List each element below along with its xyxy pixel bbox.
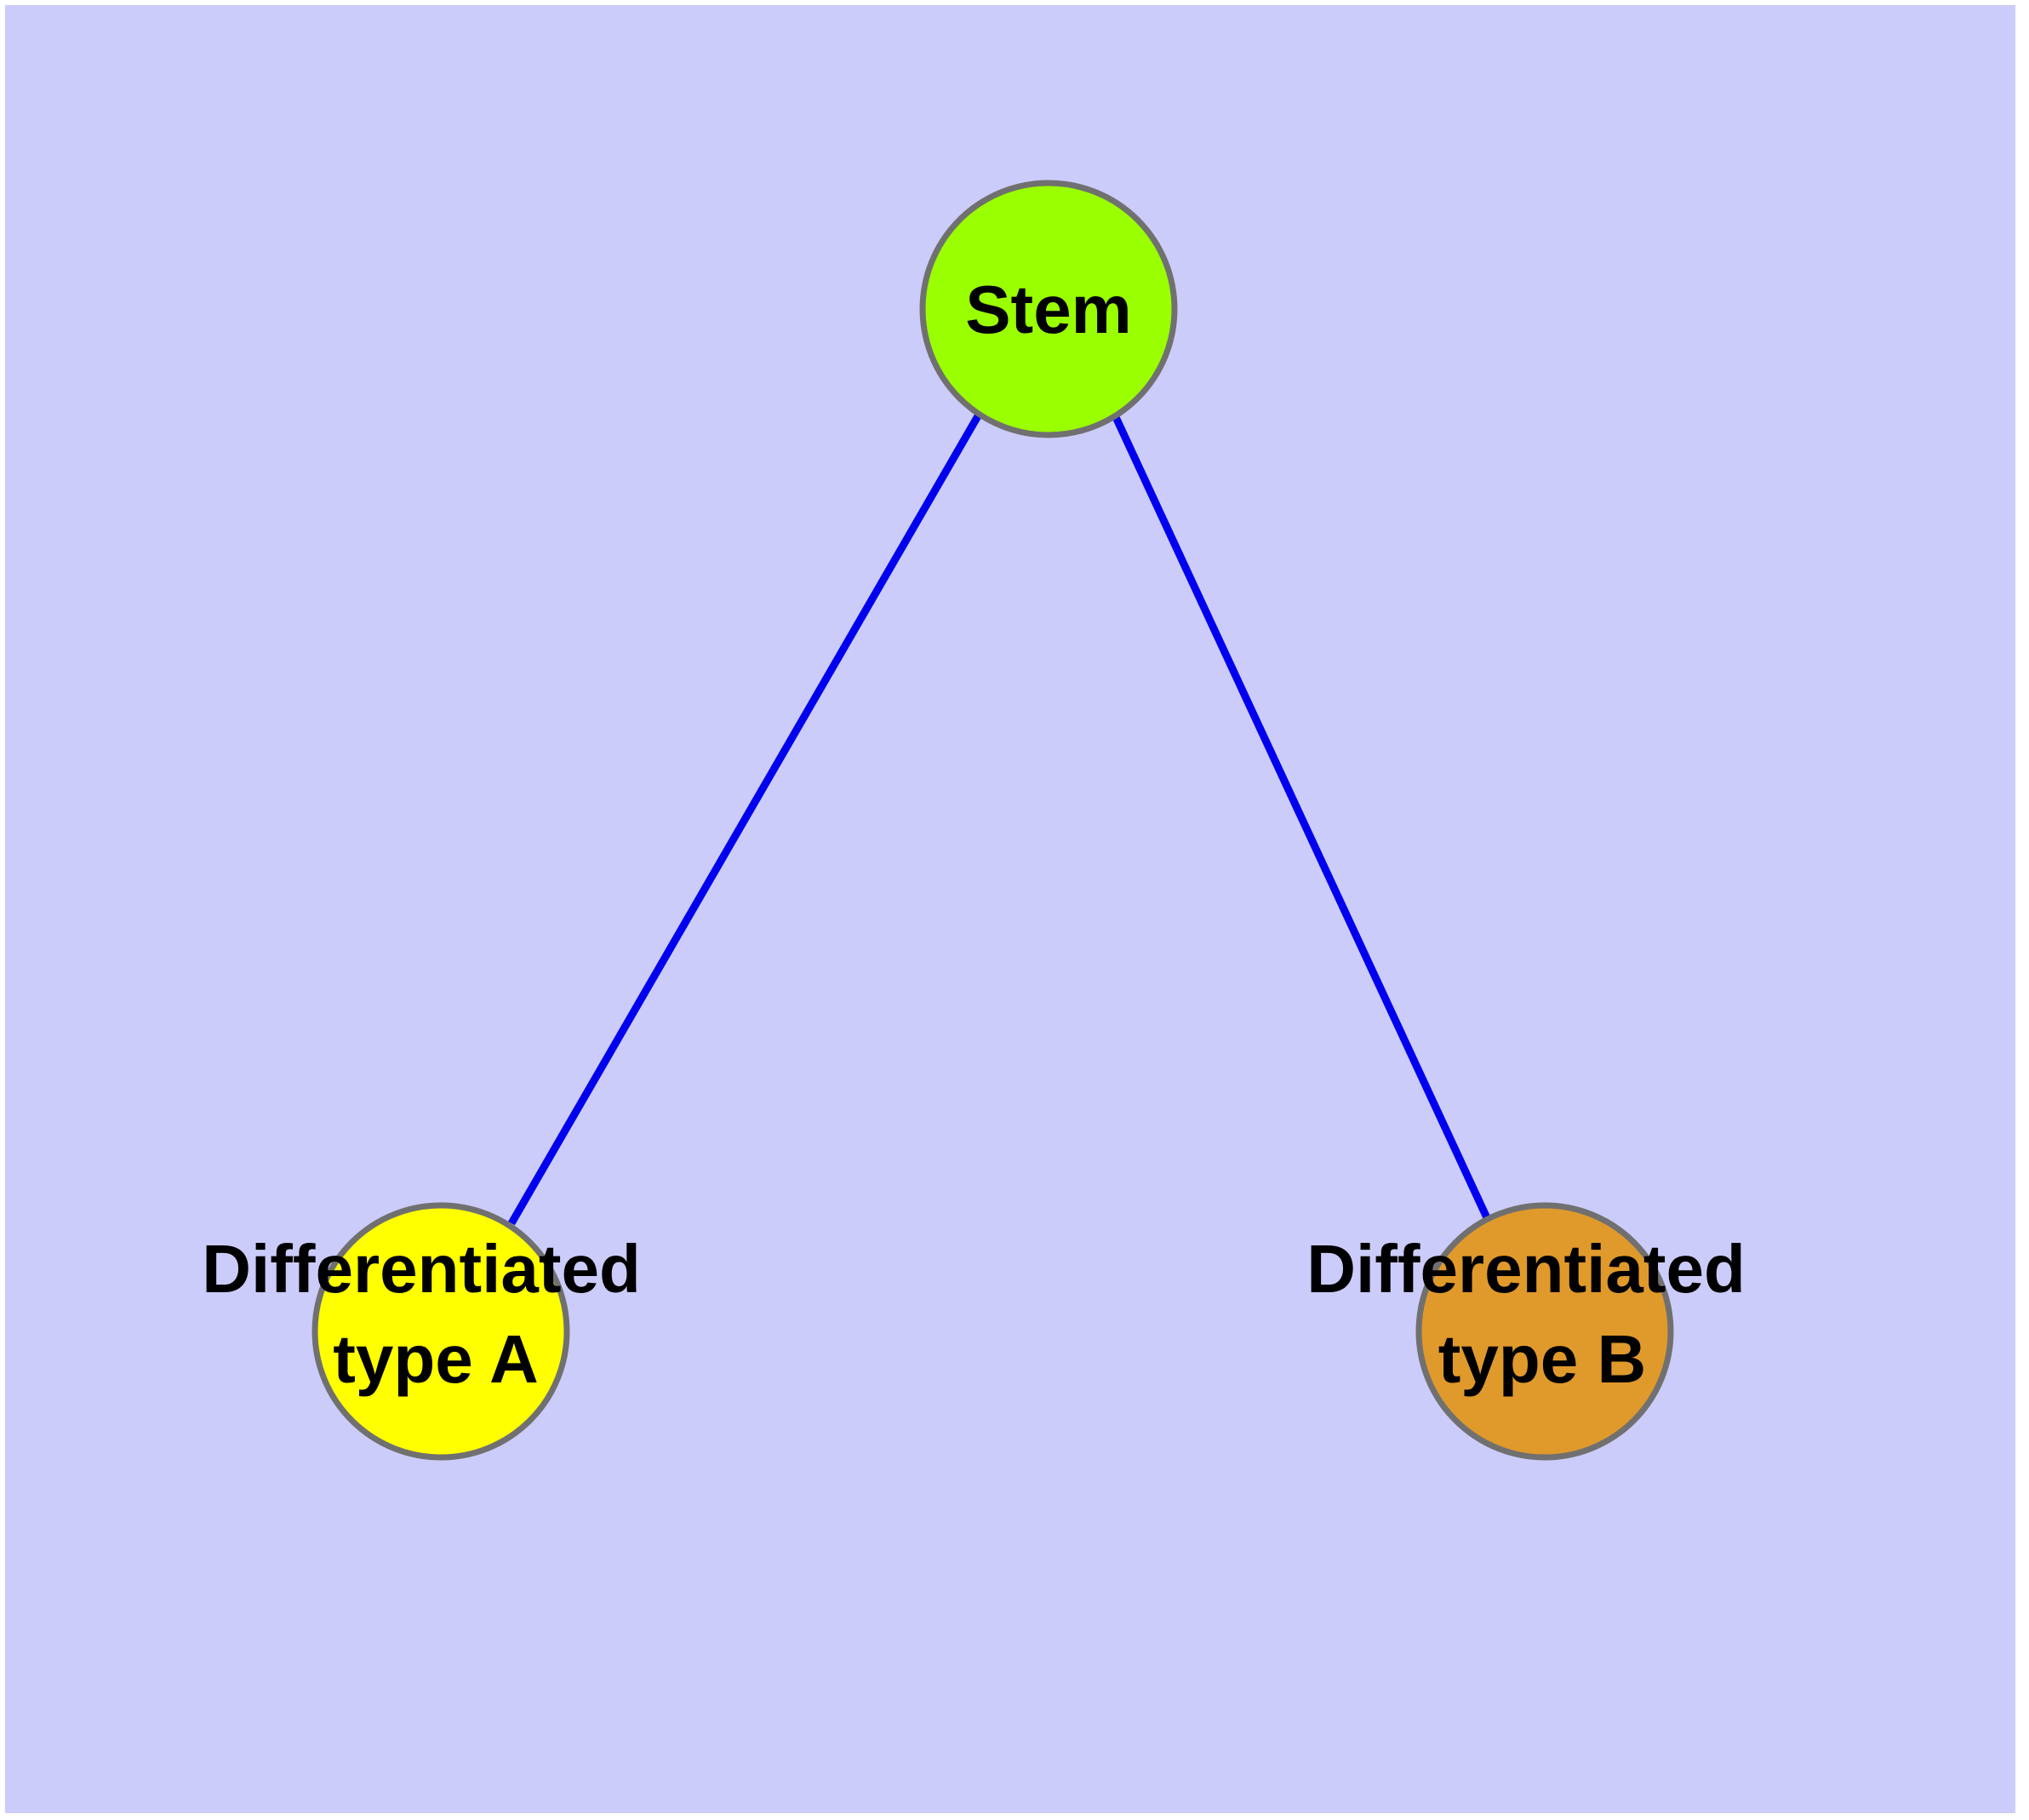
node-differentiated-type-a[interactable] — [311, 1202, 570, 1461]
node-circle-differentiated-type-a[interactable] — [311, 1202, 570, 1461]
edges-layer — [508, 412, 1494, 1226]
node-circle-differentiated-type-b[interactable] — [1415, 1202, 1674, 1461]
node-label-stem: Stem — [965, 272, 1132, 347]
label-differentiated-type-b: Differentiated type B — [1306, 1231, 1746, 1397]
node-label-differentiated-type-a-line1: Differentiated — [202, 1231, 641, 1307]
node-stem[interactable]: Stem — [919, 180, 1178, 438]
node-differentiated-type-b[interactable] — [1415, 1202, 1674, 1461]
node-label-differentiated-type-b-line1: Differentiated — [1306, 1231, 1746, 1307]
node-circle-stem[interactable] — [919, 180, 1178, 438]
node-label-differentiated-type-a-line2: type A — [333, 1321, 539, 1397]
edge-stem-to-differentiated-type-a[interactable] — [508, 412, 982, 1226]
node-label-differentiated-type-b-line2: type B — [1438, 1321, 1647, 1397]
edge-stem-to-differentiated-type-b[interactable] — [1112, 415, 1494, 1225]
label-differentiated-type-a: Differentiated type A — [202, 1231, 641, 1397]
